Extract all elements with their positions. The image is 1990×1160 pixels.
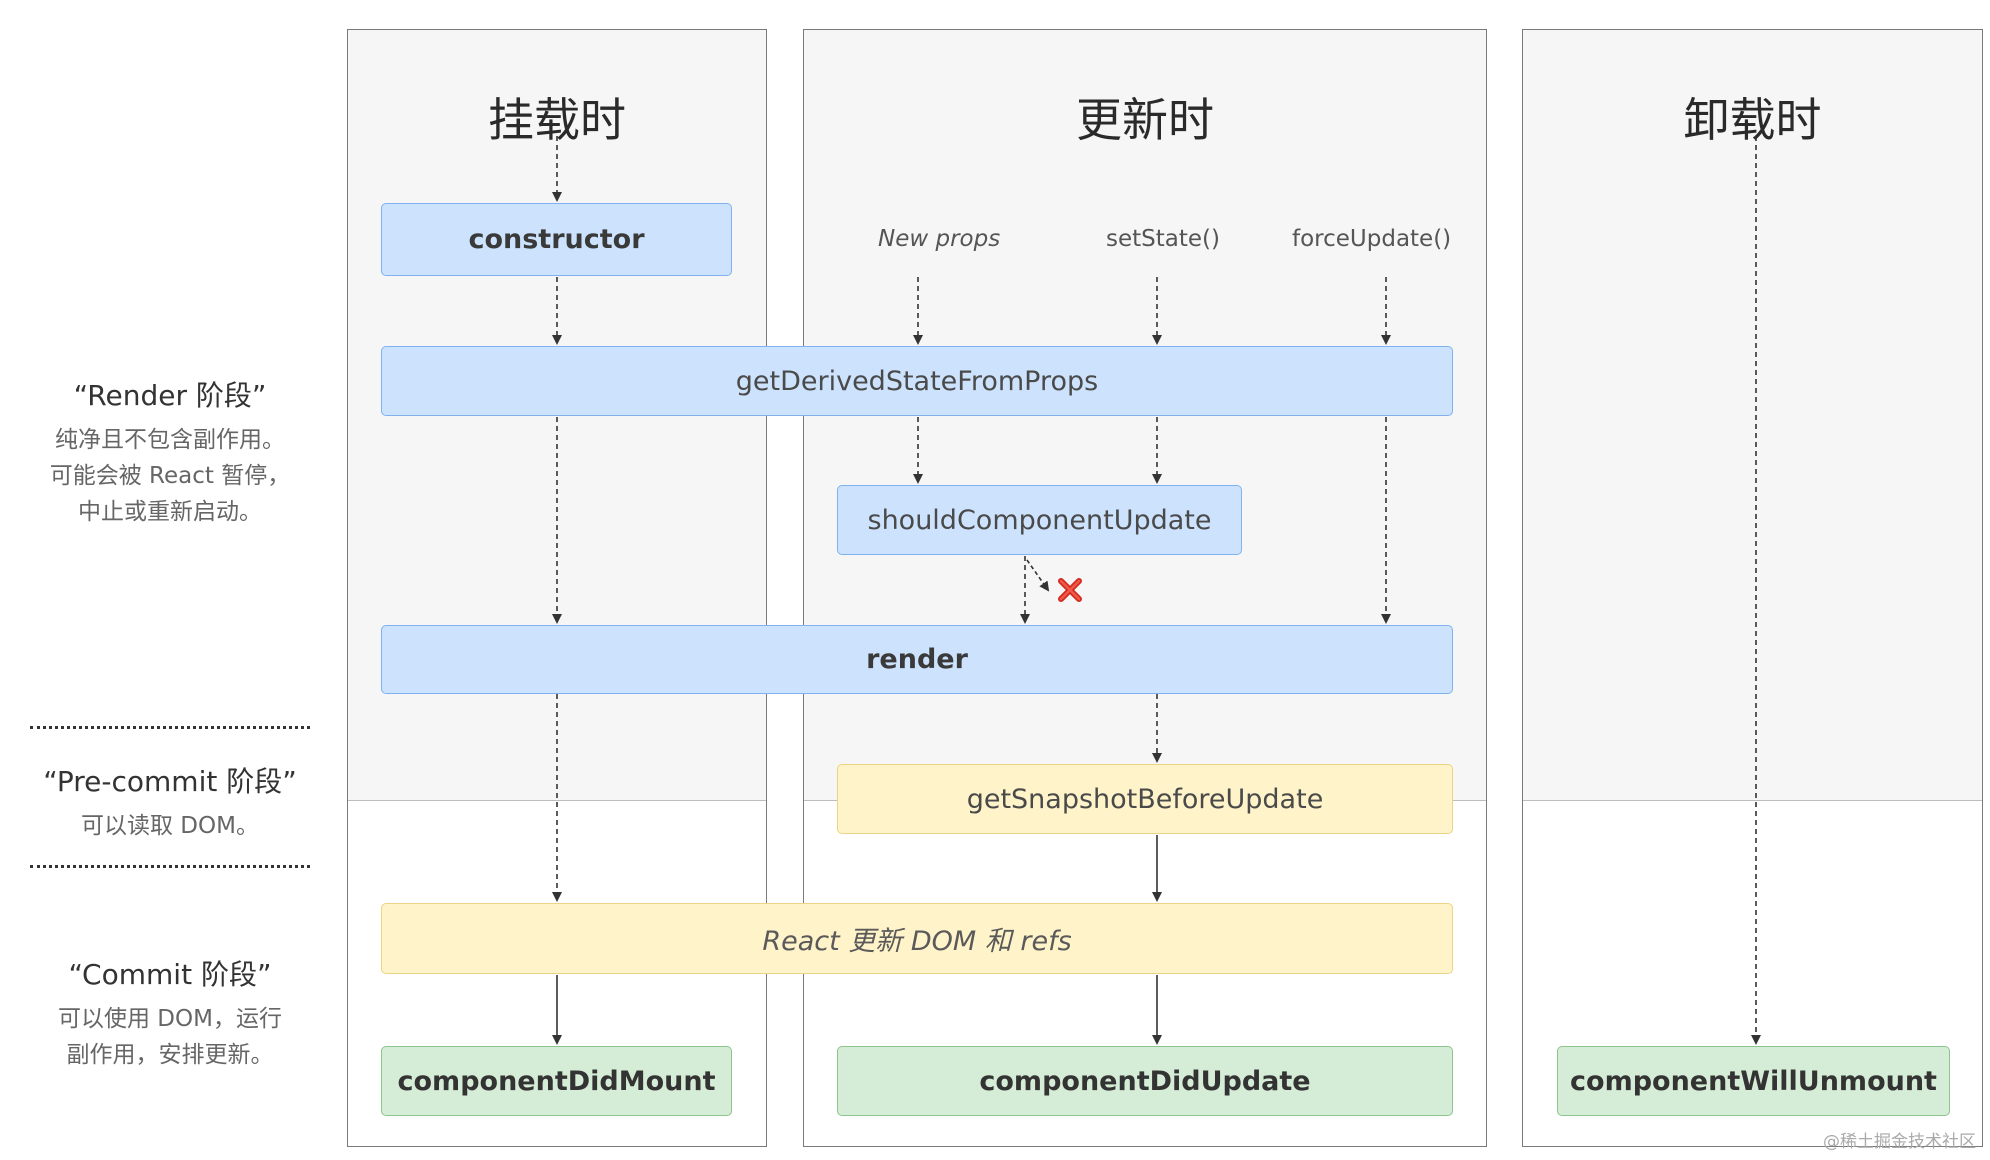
commit-phase-line: 副作用，安排更新。 xyxy=(66,1042,274,1068)
update-column-title: 更新时 xyxy=(1076,93,1214,147)
render-phase-title: “Render 阶段” xyxy=(73,379,267,412)
trigger-new-props: New props xyxy=(878,226,1001,252)
unmount-column-render-area xyxy=(1523,30,1982,801)
unmount-column: 卸载时 xyxy=(1522,29,1983,1147)
render-phase-line: 纯净且不包含副作用。 xyxy=(55,427,285,453)
trigger-set-state: setState() xyxy=(1106,226,1220,252)
constructor-box: constructor xyxy=(381,203,732,276)
precommit-phase-label: “Pre-commit 阶段” 可以读取 DOM。 xyxy=(20,760,320,844)
watermark: @稀土掘金技术社区 xyxy=(1823,1132,1976,1152)
get-snapshot-before-update-box: getSnapshotBeforeUpdate xyxy=(837,764,1453,834)
render-box: render xyxy=(381,625,1453,694)
render-phase-label: “Render 阶段” 纯净且不包含副作用。 可能会被 React 暂停， 中止… xyxy=(20,374,320,530)
precommit-phase-description: 可以读取 DOM。 xyxy=(20,808,320,844)
render-phase-line: 可能会被 React 暂停， xyxy=(49,463,291,489)
precommit-phase-title: “Pre-commit 阶段” xyxy=(43,765,297,798)
get-derived-state-from-props-box: getDerivedStateFromProps xyxy=(381,346,1453,416)
phase-separator-bottom xyxy=(30,865,310,868)
component-did-mount-box: componentDidMount xyxy=(381,1046,732,1116)
should-component-update-box: shouldComponentUpdate xyxy=(837,485,1242,555)
phase-separator-top xyxy=(30,726,310,729)
render-phase-line: 中止或重新启动。 xyxy=(78,499,262,525)
commit-phase-line: 可以使用 DOM，运行 xyxy=(58,1006,282,1032)
react-updates-dom-box: React 更新 DOM 和 refs xyxy=(381,903,1453,974)
commit-phase-title: “Commit 阶段” xyxy=(68,958,272,991)
trigger-force-update: forceUpdate() xyxy=(1292,226,1452,252)
commit-phase-label: “Commit 阶段” 可以使用 DOM，运行 副作用，安排更新。 xyxy=(20,953,320,1073)
component-will-unmount-box: componentWillUnmount xyxy=(1557,1046,1950,1116)
cancel-cross-icon xyxy=(1058,578,1082,602)
arrow-shouldupdate-rejected xyxy=(1026,559,1050,592)
render-phase-description: 纯净且不包含副作用。 可能会被 React 暂停， 中止或重新启动。 xyxy=(20,422,320,530)
precommit-phase-line: 可以读取 DOM。 xyxy=(81,813,259,839)
commit-phase-description: 可以使用 DOM，运行 副作用，安排更新。 xyxy=(20,1001,320,1073)
unmount-column-title: 卸载时 xyxy=(1683,93,1822,147)
component-did-update-box: componentDidUpdate xyxy=(837,1046,1453,1116)
